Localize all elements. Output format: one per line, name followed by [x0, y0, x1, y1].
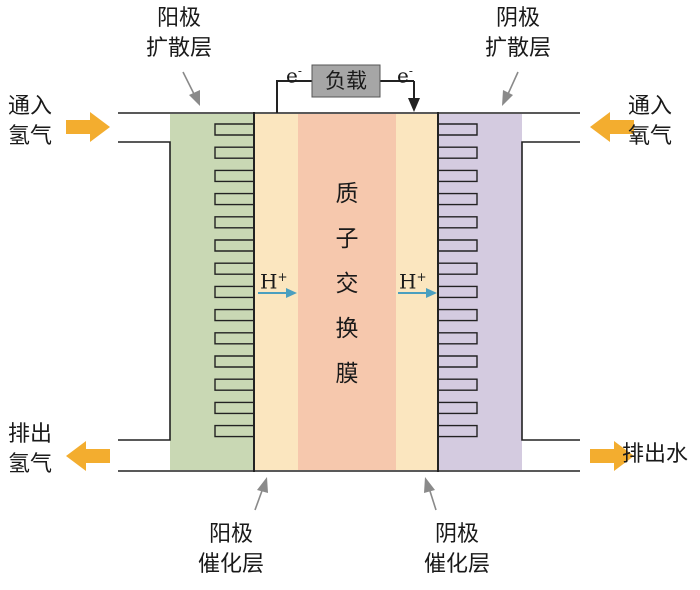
pointer-cathode-catalyst — [424, 477, 437, 511]
cathode-diffusion-label-line1: 阴极 — [495, 6, 540, 31]
circuit-arrow-head — [408, 98, 420, 112]
cathode-diffusion-label-line2: 扩散层 — [484, 36, 551, 61]
hydrogen-inlet-arrow — [66, 112, 110, 142]
proton-arrow-right — [398, 288, 437, 298]
hydrogen-inlet-label-line1: 通入 — [8, 94, 53, 119]
membrane-char-4: 换 — [335, 316, 359, 342]
membrane-char-1: 质 — [335, 181, 359, 207]
anode-diffusion-label-line1: 阳极 — [156, 6, 201, 31]
oxygen-inlet-label-line1: 通入 — [628, 94, 673, 119]
load-label: 负载 — [325, 69, 367, 93]
hydrogen-inlet-label: 通入 氢气 — [8, 92, 52, 152]
load-box — [311, 64, 381, 98]
proton-right-charge: + — [416, 270, 427, 284]
anode-comb — [214, 122, 255, 462]
membrane-label: 质 子 交 换 膜 — [322, 172, 372, 397]
pointer-cathode-diffusion — [502, 71, 519, 106]
anode-catalyst-label-line1: 阳极 — [208, 522, 253, 547]
proton-label-left: H+ — [260, 262, 288, 297]
cathode-diffusion-label: 阴极 扩散层 — [473, 4, 563, 64]
anode-diffusion-layer — [170, 114, 254, 470]
hydrogen-outlet-label-line2: 氢气 — [8, 452, 53, 477]
hydrogen-outlet-label: 排出 氢气 — [8, 420, 52, 480]
anode-catalyst-label-line2: 催化层 — [197, 552, 264, 577]
water-outlet-arrow — [590, 441, 634, 471]
cathode-diffusion-layer — [438, 114, 522, 470]
membrane-char-5: 膜 — [335, 361, 359, 387]
oxygen-inlet-label: 通入 氧气 — [628, 92, 672, 152]
oxygen-inlet-arrow — [590, 112, 634, 142]
electron-left-charge: - — [297, 64, 302, 78]
electron-right-charge: - — [408, 64, 413, 78]
cathode-catalyst-label: 阴极 催化层 — [407, 520, 507, 580]
electron-left-symbol: e — [286, 63, 298, 88]
anode-diffusion-label-line2: 扩散层 — [145, 36, 212, 61]
electron-label-right: e- — [397, 56, 413, 91]
hydrogen-outlet-arrow — [66, 441, 110, 471]
electron-right-symbol: e — [397, 63, 409, 88]
proton-left-charge: + — [277, 270, 288, 284]
proton-right-symbol: H — [399, 269, 417, 294]
electron-label-left: e- — [286, 56, 302, 91]
anode-catalyst-label: 阳极 催化层 — [181, 520, 281, 580]
hydrogen-inlet-label-line2: 氢气 — [8, 124, 53, 149]
proton-exchange-membrane — [298, 114, 396, 470]
proton-arrow-left — [258, 288, 297, 298]
gas-channels — [118, 112, 580, 472]
membrane-char-2: 子 — [335, 226, 359, 252]
anode-diffusion-label: 阳极 扩散层 — [134, 4, 224, 64]
hydrogen-outlet-label-line1: 排出 — [8, 422, 53, 447]
proton-left-symbol: H — [260, 269, 278, 294]
cathode-catalyst-label-line2: 催化层 — [423, 552, 490, 577]
pointer-anode-catalyst — [254, 477, 268, 511]
cathode-catalyst-label-line1: 阴极 — [434, 522, 479, 547]
oxygen-inlet-label-line2: 氧气 — [628, 124, 673, 149]
proton-label-right: H+ — [399, 262, 427, 297]
pointer-anode-diffusion — [182, 71, 200, 106]
membrane-char-3: 交 — [335, 271, 359, 297]
external-circuit — [276, 80, 415, 113]
water-outlet-label: 排出水 — [622, 442, 689, 467]
cathode-comb — [437, 122, 478, 462]
